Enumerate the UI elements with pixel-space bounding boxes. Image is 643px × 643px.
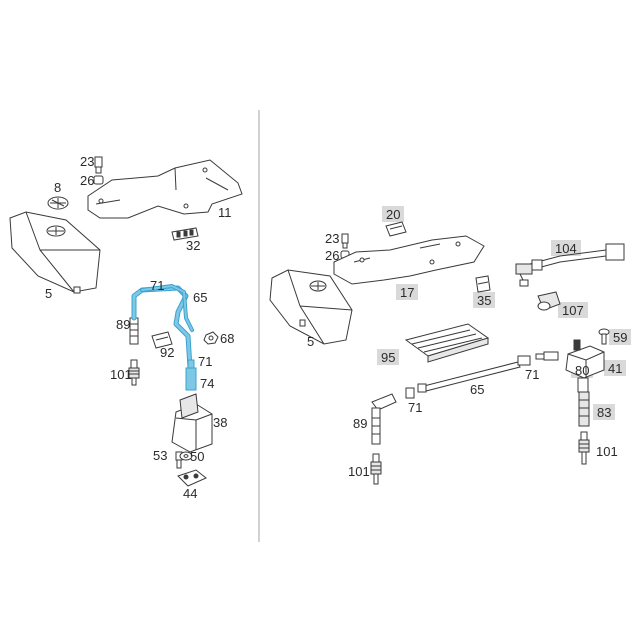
callout-92: 92 — [160, 345, 174, 360]
callout-83: 83 — [597, 405, 611, 420]
left-panel: 23 26 8 11 32 5 71 65 89 92 68 71 101 74… — [9, 154, 243, 501]
callout-23: 23 — [80, 154, 94, 169]
connector-80-part — [535, 351, 559, 361]
callout-11: 11 — [218, 205, 232, 220]
callout-26-right: 26 — [325, 248, 339, 263]
callout-65-right: 65 — [470, 382, 484, 397]
plug-connector-89-part — [129, 317, 139, 345]
callout-71-right-top: 71 — [525, 367, 539, 382]
callout-38: 38 — [213, 415, 227, 430]
plug-tube-83-part — [578, 391, 590, 427]
screw-23-right-part — [341, 233, 349, 249]
callout-50: 50 — [190, 449, 204, 464]
washer-26-part — [93, 175, 104, 185]
callout-53: 53 — [153, 448, 167, 463]
tag-95 — [377, 349, 399, 365]
plug-connector-89-right-part — [371, 393, 397, 445]
callout-104: 104 — [555, 241, 577, 256]
callout-74: 74 — [200, 376, 214, 391]
right-panel: 20 23 26 17 35 104 107 5 59 95 80 71 41 … — [269, 206, 631, 485]
cover-plate-17-part — [333, 235, 485, 285]
screw-23-part — [94, 156, 103, 174]
screw-59-part — [598, 328, 610, 345]
engine-cover-5-part — [9, 211, 101, 294]
callout-41: 41 — [608, 361, 622, 376]
boot-71-left-part — [405, 387, 415, 399]
callout-26: 26 — [80, 173, 94, 188]
ignition-cable-65-right-part — [417, 355, 531, 393]
callout-17: 17 — [400, 285, 414, 300]
callout-101: 101 — [110, 367, 132, 382]
spark-plug-101-right-part — [578, 431, 590, 465]
nut-68-part — [203, 331, 219, 345]
callout-101-right-left: 101 — [348, 464, 370, 479]
callout-80: 80 — [575, 363, 589, 378]
callout-8: 8 — [54, 180, 61, 195]
callout-68: 68 — [220, 331, 234, 346]
sensor-cable-104-part — [515, 243, 625, 287]
callout-35: 35 — [477, 293, 491, 308]
tag-20 — [382, 206, 404, 222]
tag-41 — [604, 360, 626, 376]
bracket-92-part — [151, 331, 173, 349]
callout-89-right: 89 — [353, 416, 367, 431]
callout-5-right: 5 — [307, 334, 314, 349]
connector-107-part — [537, 291, 561, 311]
emblem-8-part — [47, 196, 69, 210]
tag-104 — [551, 240, 581, 256]
callout-89: 89 — [116, 317, 130, 332]
callout-95: 95 — [381, 350, 395, 365]
callout-23-right: 23 — [325, 231, 339, 246]
clip-35-part — [475, 275, 491, 293]
cover-plate-11-part — [87, 159, 243, 219]
tag-107 — [558, 302, 588, 318]
callout-71-bottom: 71 — [198, 354, 212, 369]
callout-65: 65 — [193, 290, 207, 305]
connector-rail-95-part — [404, 323, 490, 363]
callout-59: 59 — [613, 330, 627, 345]
clip-20-part — [385, 221, 407, 237]
callout-44: 44 — [183, 486, 197, 501]
spark-plug-101-left-part — [370, 453, 382, 485]
ignition-coil-38-part — [171, 393, 213, 453]
engine-cover-5-right-part — [269, 269, 353, 345]
callout-32: 32 — [186, 238, 200, 253]
callout-5: 5 — [45, 286, 52, 301]
tag-59 — [609, 329, 631, 345]
tag-35 — [473, 292, 495, 308]
ignition-coil-41-part — [565, 339, 605, 393]
tag-17 — [396, 284, 418, 300]
washer-50-part — [179, 451, 193, 461]
callout-101-right-right: 101 — [596, 444, 618, 459]
callout-20: 20 — [386, 207, 400, 222]
callout-107: 107 — [562, 303, 584, 318]
clip-strip-32-part — [171, 227, 199, 241]
callout-71-top: 71 — [150, 278, 164, 293]
spark-plug-101-part — [128, 359, 140, 386]
mounting-bracket-44-part — [177, 469, 207, 487]
callout-71-right-bottom: 71 — [408, 400, 422, 415]
tag-83 — [593, 404, 615, 420]
ignition-cable-65-highlight — [131, 284, 197, 391]
